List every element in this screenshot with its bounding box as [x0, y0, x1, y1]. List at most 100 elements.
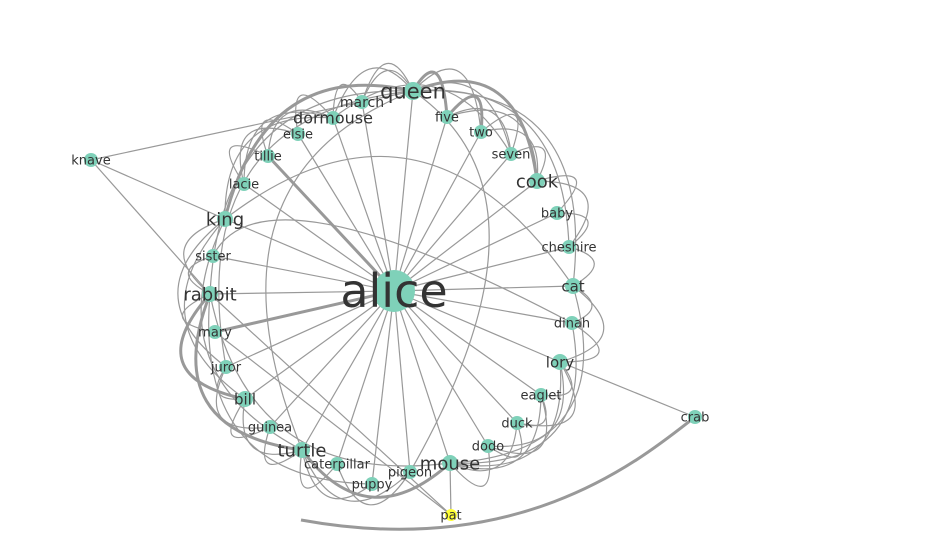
node-baby[interactable] [550, 206, 564, 220]
node-pigeon[interactable] [403, 465, 417, 479]
node-duck[interactable] [510, 416, 524, 430]
edge-alice-dormouse [332, 117, 395, 292]
node-label-seven: seven [492, 148, 531, 163]
edge-turtle-pigeon [301, 449, 411, 502]
node-bill[interactable] [237, 391, 253, 407]
edge-bill-guinea [230, 398, 271, 439]
edge-alice-march [361, 101, 395, 292]
node-alice[interactable] [373, 270, 415, 312]
edge-alice-elsie [297, 133, 395, 292]
node-label-dormouse: dormouse [293, 109, 373, 128]
edge-mouse-dodo [449, 445, 491, 487]
node-cook[interactable] [529, 173, 545, 189]
edge-march-dormouse [332, 83, 363, 119]
edge-king-juror [177, 218, 227, 368]
edge-cheshire-cook [536, 180, 589, 248]
node-mary[interactable] [208, 325, 222, 339]
node-crab[interactable] [688, 410, 702, 424]
node-label-sister: sister [195, 250, 231, 265]
edge-alice-queen [393, 90, 414, 292]
edge-mouse-pat [449, 462, 452, 516]
edge-alice-eaglet [393, 290, 542, 396]
edge-dodo-duck [487, 422, 523, 458]
edge-rabbit-mouse [209, 293, 451, 467]
node-label-mary: mary [198, 326, 232, 341]
node-cat[interactable] [565, 278, 581, 294]
edge-alice-king [224, 218, 395, 292]
node-five[interactable] [440, 110, 454, 124]
node-rabbit[interactable] [202, 286, 218, 302]
edge-cat-cheshire [568, 246, 595, 287]
edge-queen-turtle [265, 90, 414, 451]
node-label-mouse: mouse [420, 453, 480, 474]
edge-baby-cook [536, 175, 577, 214]
node-label-lory: lory [546, 353, 575, 371]
node-tillie[interactable] [261, 149, 275, 163]
node-guinea[interactable] [263, 420, 277, 434]
edge-queen-king [223, 83, 414, 220]
edge-two-seven [480, 113, 519, 155]
node-elsie[interactable] [291, 127, 305, 141]
edge-alice-dinah [393, 290, 573, 324]
edge-dodo-lory [487, 361, 565, 448]
node-lacie[interactable] [237, 177, 251, 191]
edge-alice-mouse [393, 290, 451, 464]
node-dormouse[interactable] [326, 111, 340, 125]
node-seven[interactable] [504, 147, 518, 161]
edge-queen-cat [412, 89, 577, 287]
edge-alice-juror [225, 290, 395, 368]
node-juror[interactable] [219, 360, 233, 374]
node-label-eaglet: eaglet [521, 389, 562, 404]
node-label-pigeon: pigeon [388, 466, 432, 481]
edge-alice-cat [393, 285, 574, 292]
node-mouse[interactable] [442, 455, 458, 471]
node-caterpillar[interactable] [330, 457, 344, 471]
node-puppy[interactable] [365, 477, 379, 491]
node-knave[interactable] [84, 153, 98, 167]
node-layer [84, 82, 702, 521]
node-queen[interactable] [404, 82, 422, 100]
edge-alice-seven [393, 153, 512, 292]
edge-tillie-lacie [228, 145, 269, 185]
edge-dodo-eaglet [487, 394, 548, 455]
edge-mouse-dinah [449, 322, 577, 464]
edge-alice-five [393, 116, 448, 292]
edge-king-knave [90, 159, 226, 220]
edge-alice-lory [393, 290, 561, 363]
edge-cook-five [446, 109, 538, 182]
node-label-march: march [340, 95, 384, 111]
edge-cook-two [480, 128, 539, 182]
node-dinah[interactable] [565, 316, 579, 330]
label-layer: alicequeenmarchdormouseelsietillielaciek… [71, 79, 709, 523]
node-king[interactable] [217, 211, 233, 227]
node-pat[interactable] [445, 509, 457, 521]
node-label-turtle: turtle [278, 440, 327, 461]
node-lory[interactable] [552, 354, 568, 370]
node-turtle[interactable] [294, 442, 310, 458]
edge-king-cat [224, 155, 574, 287]
node-label-five: five [435, 111, 459, 126]
edge-alice-guinea [269, 290, 395, 428]
node-two[interactable] [474, 125, 488, 139]
edge-mouse-cat [449, 285, 585, 464]
edge-rabbit-sister [187, 255, 214, 295]
edge-alice-caterpillar [336, 290, 395, 465]
edge-rabbit-mary [181, 293, 216, 333]
node-label-puppy: puppy [352, 478, 393, 493]
node-label-cat: cat [561, 277, 584, 295]
node-dodo[interactable] [481, 439, 495, 453]
edge-alice-sister [212, 255, 395, 292]
node-sister[interactable] [206, 249, 220, 263]
node-label-dinah: dinah [554, 317, 590, 332]
node-march[interactable] [355, 95, 369, 109]
edge-dormouse-king [224, 116, 334, 220]
edge-queen-five [411, 70, 449, 118]
edge-layer [90, 62, 696, 531]
node-eaglet[interactable] [534, 388, 548, 402]
node-cheshire[interactable] [562, 240, 576, 254]
edge-king-rabbit [183, 218, 226, 295]
node-label-pat: pat [440, 509, 461, 524]
edge-elsie-tillie [261, 119, 299, 157]
